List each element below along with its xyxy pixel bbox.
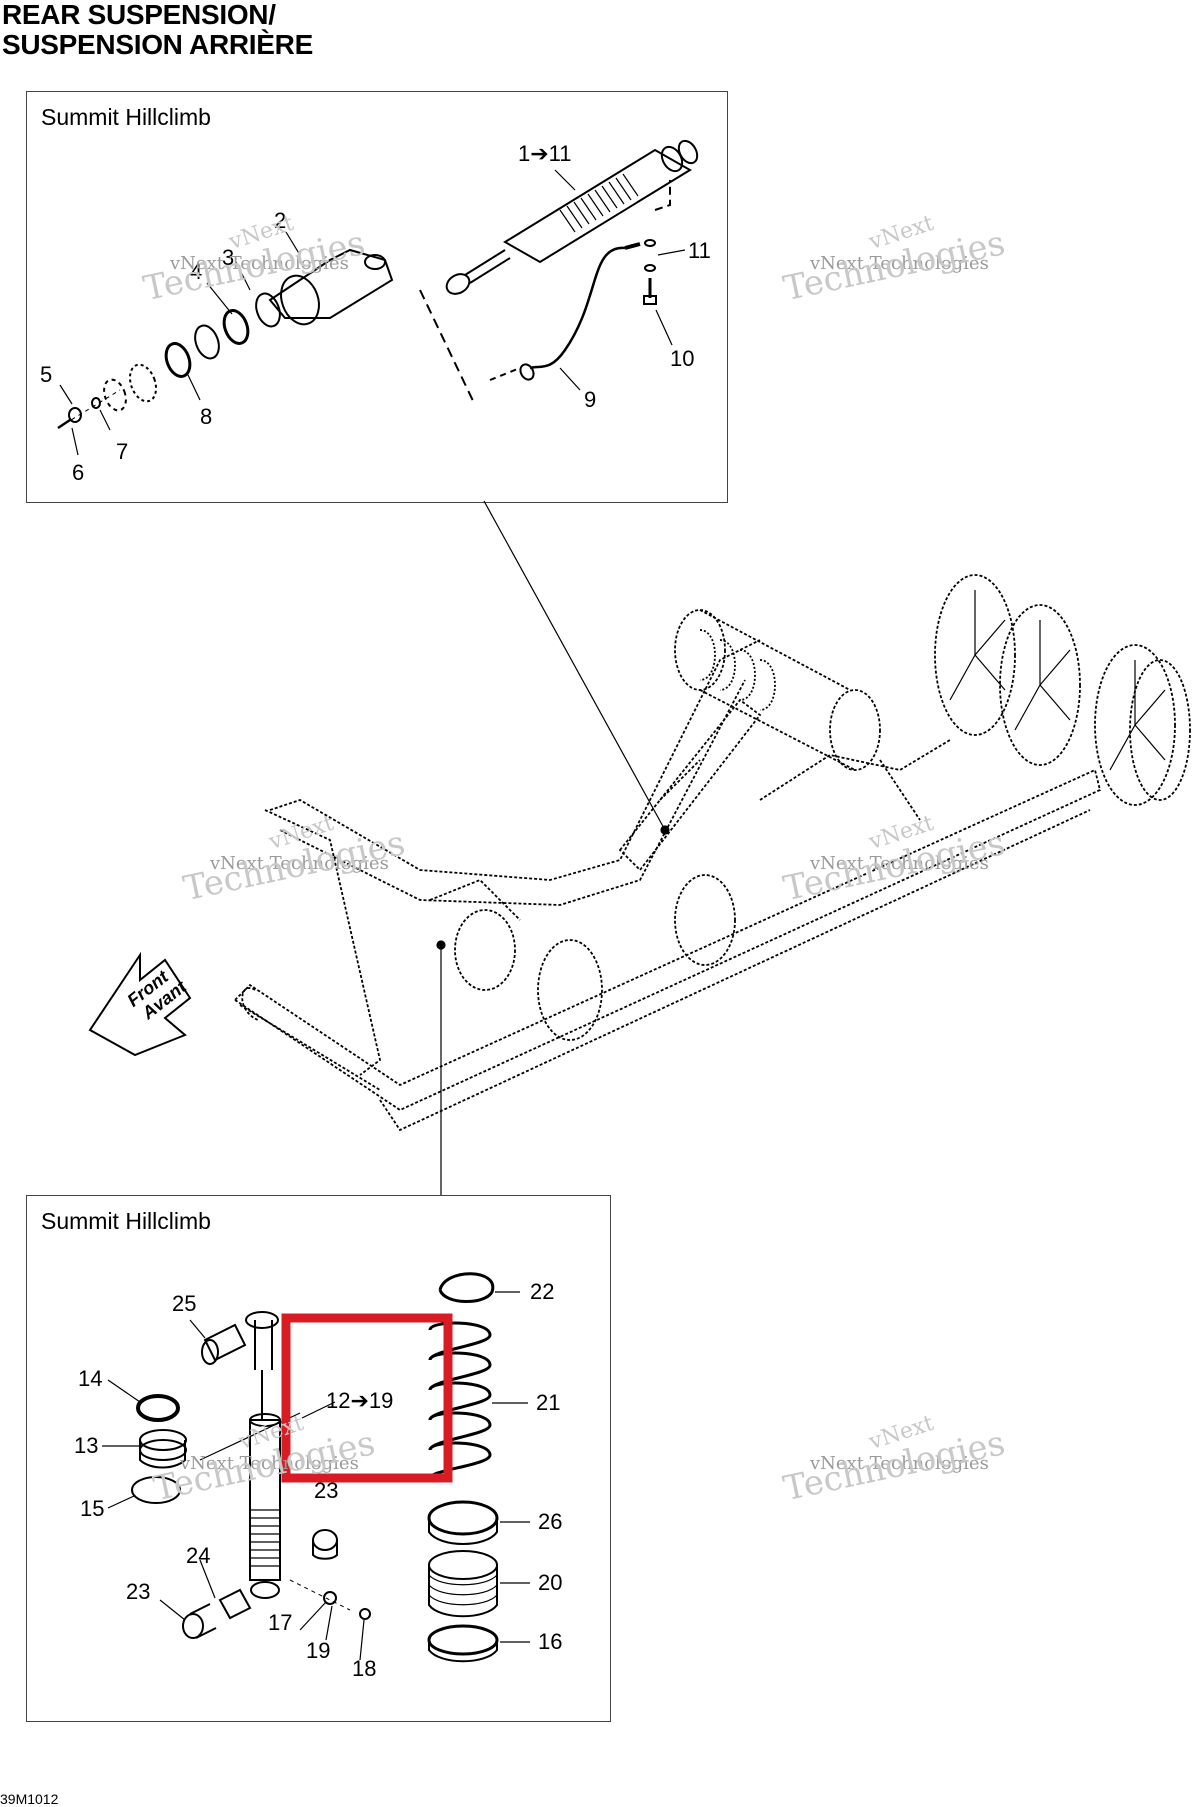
callout-12-19: 12➔19 xyxy=(326,1388,394,1413)
bottom-detail-panel: Summit Hillclimb xyxy=(26,1195,611,1722)
highlight-box xyxy=(281,1313,453,1483)
page-title: REAR SUSPENSION/ SUSPENSION ARRIÈRE xyxy=(2,0,313,60)
callout-7: 7 xyxy=(116,439,129,464)
callout-21: 21 xyxy=(536,1390,561,1415)
callout-5: 5 xyxy=(40,362,53,387)
title-line-1: REAR SUSPENSION/ xyxy=(2,0,276,30)
callout-25: 25 xyxy=(172,1291,197,1316)
callout-14: 14 xyxy=(78,1366,103,1391)
callout-15: 15 xyxy=(80,1496,105,1521)
callout-16: 16 xyxy=(538,1629,563,1654)
front-direction-arrow xyxy=(88,951,192,1057)
bottom-shock-drawing xyxy=(131,1272,499,1663)
callout-19: 19 xyxy=(306,1638,331,1663)
callout-3: 3 xyxy=(222,245,235,270)
callout-13: 13 xyxy=(74,1433,99,1458)
callout-23-lower: 23 xyxy=(126,1579,151,1604)
suspension-assembly-drawing xyxy=(233,574,1191,1132)
callout-11: 11 xyxy=(688,238,711,263)
callout-23-upper: 23 xyxy=(314,1478,339,1503)
callout-9: 9 xyxy=(584,387,597,412)
top-leader-lines xyxy=(59,169,686,456)
callout-8: 8 xyxy=(200,404,213,429)
bottom-panel-label: Summit Hillclimb xyxy=(41,1208,211,1234)
top-panel-label: Summit Hillclimb xyxy=(41,104,211,130)
callout-6: 6 xyxy=(72,460,85,485)
title-line-2: SUSPENSION ARRIÈRE xyxy=(2,29,313,60)
callout-26: 26 xyxy=(538,1509,563,1534)
top-detail-panel: Summit Hillclimb xyxy=(26,91,728,503)
callout-1-11: 1➔11 xyxy=(518,141,572,166)
callout-17: 17 xyxy=(268,1610,293,1635)
callout-18: 18 xyxy=(352,1656,377,1681)
callout-20: 20 xyxy=(538,1570,563,1595)
top-shock-drawing xyxy=(57,139,699,430)
figure-id: 39M1012 xyxy=(0,1791,59,1807)
callout-24: 24 xyxy=(186,1543,211,1568)
callout-4: 4 xyxy=(190,259,203,284)
callout-10: 10 xyxy=(670,346,695,371)
callout-2: 2 xyxy=(274,208,287,233)
panel-connectors xyxy=(436,500,670,1195)
callout-22: 22 xyxy=(530,1279,555,1304)
